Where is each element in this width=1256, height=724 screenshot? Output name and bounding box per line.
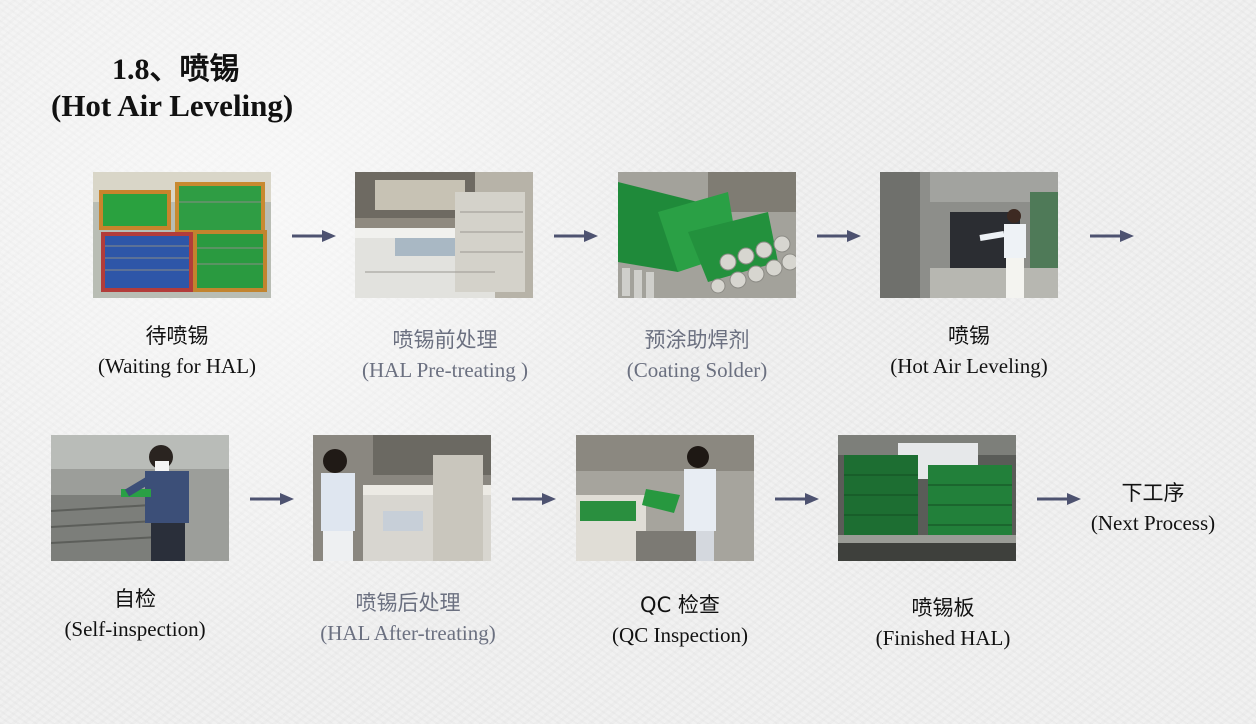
next-process-en: (Next Process) <box>1090 511 1216 535</box>
flux-coating-rollers-photo <box>618 172 796 298</box>
step-caption-zh: 喷锡后处理 <box>355 591 461 615</box>
step-caption-en: (Finished HAL) <box>875 626 1011 650</box>
step-caption: 待喷锡 (Waiting for HAL) <box>98 321 256 381</box>
process-arrow-1 <box>292 229 336 243</box>
after-treat-machine-photo <box>313 435 491 561</box>
step-caption-en: (QC Inspection) <box>612 623 748 647</box>
step-caption-zh: 喷锡 <box>948 324 990 348</box>
step-caption: 喷锡板 (Finished HAL) <box>876 593 1011 653</box>
process-arrow-5 <box>250 492 294 506</box>
pretreat-machine-photo <box>355 172 533 298</box>
step-caption-en: (Self-inspection) <box>64 617 206 641</box>
step-caption: 预涂助焊剂 (Coating Solder) <box>627 325 768 385</box>
slide-title-section: 1.8、喷锡 <box>112 53 240 86</box>
slide-title-english: (Hot Air Leveling) <box>51 88 294 123</box>
qc-inspector-photo <box>576 435 754 561</box>
step-caption: 自检 (Self-inspection) <box>64 584 205 644</box>
step-caption-en: (HAL Pre-treating ) <box>362 358 528 382</box>
process-arrow-3 <box>817 229 861 243</box>
step-caption: 喷锡 (Hot Air Leveling) <box>890 321 1047 381</box>
next-process-label: 下工序 (Next Process) <box>1091 478 1215 538</box>
hal-machine-operator-photo <box>880 172 1058 298</box>
step-caption-zh: QC 检查 <box>640 593 720 617</box>
step-caption: 喷锡前处理 (HAL Pre-treating ) <box>362 325 528 385</box>
process-arrow-2 <box>554 229 598 243</box>
step-caption-zh: 喷锡板 <box>911 596 975 620</box>
step-caption: QC 检查 (QC Inspection) <box>612 590 748 650</box>
process-arrow-7 <box>775 492 819 506</box>
step-caption: 喷锡后处理 (HAL After-treating) <box>320 588 495 648</box>
step-caption-zh: 喷锡前处理 <box>392 328 498 352</box>
next-process-zh: 下工序 <box>1121 481 1185 505</box>
step-caption-zh: 自检 <box>114 587 156 611</box>
step-caption-zh: 待喷锡 <box>145 324 209 348</box>
step-caption-en: (HAL After-treating) <box>320 621 496 645</box>
process-arrow-8 <box>1037 492 1081 506</box>
step-caption-en: (Hot Air Leveling) <box>890 354 1048 378</box>
process-arrow-6 <box>512 492 556 506</box>
pcb-panels-racks-photo <box>93 172 271 298</box>
step-caption-en: (Coating Solder) <box>626 358 768 382</box>
step-caption-en: (Waiting for HAL) <box>97 354 257 378</box>
finished-boards-rack-photo <box>838 435 1016 561</box>
process-arrow-4 <box>1090 229 1134 243</box>
self-inspection-worker-photo <box>51 435 229 561</box>
step-caption-zh: 预涂助焊剂 <box>644 328 750 352</box>
